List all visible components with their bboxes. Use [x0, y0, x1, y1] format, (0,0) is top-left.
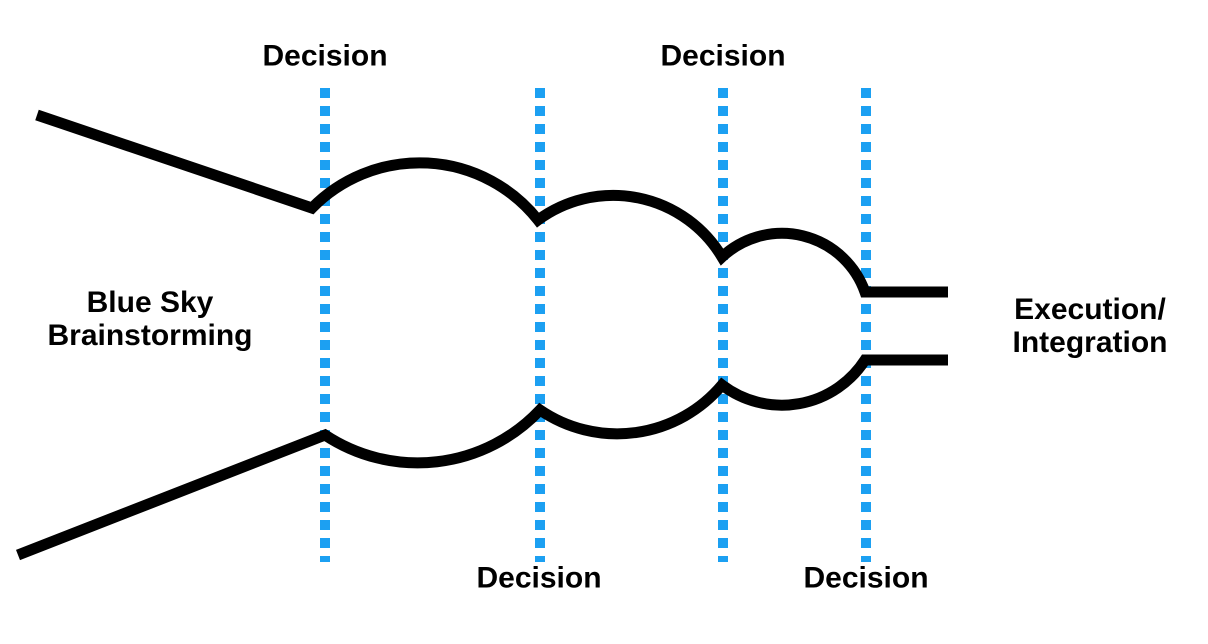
stage-end-label-line1: Execution/	[1014, 293, 1166, 326]
decision-label-bottom-2: Decision	[803, 561, 929, 595]
funnel-bottom-boundary	[15, 354, 948, 561]
stage-start-label-line1: Blue Sky	[86, 286, 214, 319]
decision-label-bottom-1: Decision	[476, 561, 602, 595]
stage-end-label-line2: Integration	[1012, 326, 1168, 359]
decision-label-top-1: Decision	[262, 39, 388, 73]
decision-label-top-2: Decision	[660, 39, 786, 73]
funnel-top-boundary	[35, 109, 948, 298]
stage-end-label: Execution/ Integration	[1013, 293, 1168, 359]
stage-start-label-line2: Brainstorming	[47, 319, 253, 352]
stage-start-label: Blue Sky Brainstorming	[47, 286, 252, 352]
